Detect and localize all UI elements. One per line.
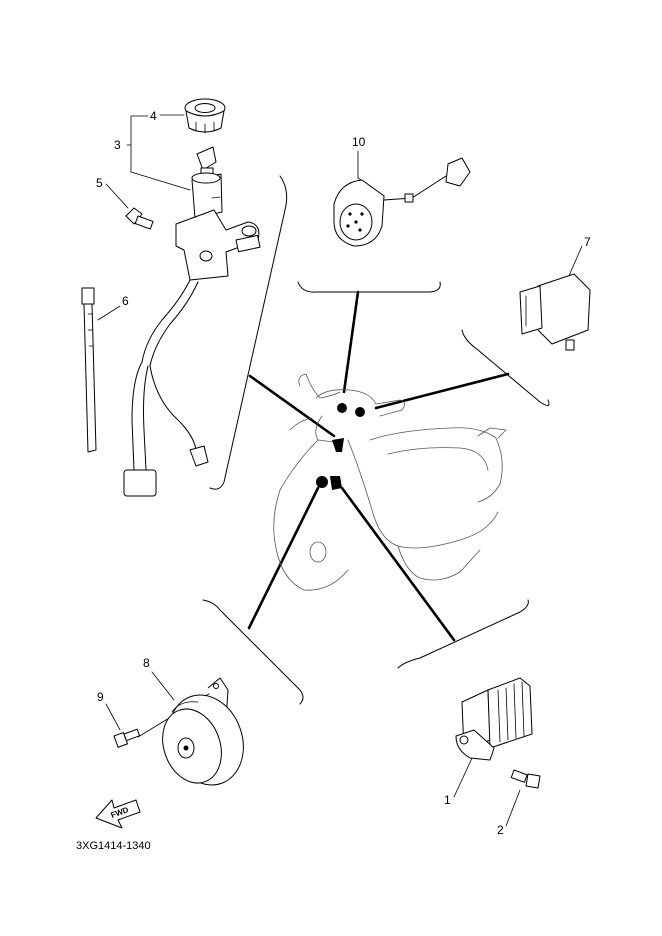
switch-cap-4[interactable] — [184, 98, 226, 134]
rectifier-regulator-1[interactable] — [455, 677, 533, 761]
location-markers — [316, 403, 365, 490]
callout-7[interactable]: 7 — [584, 235, 591, 249]
callout-5[interactable]: 5 — [96, 176, 103, 190]
callout-6[interactable]: 6 — [122, 294, 129, 308]
callout-9[interactable]: 9 — [97, 690, 104, 704]
diagram-code: 3XG1414-1340 — [76, 840, 151, 852]
horn-8[interactable] — [153, 677, 256, 796]
callout-4[interactable]: 4 — [150, 109, 157, 123]
horn-bolt-9[interactable] — [113, 728, 141, 748]
rectifier-bolt-2[interactable] — [510, 769, 541, 789]
callout-8[interactable]: 8 — [143, 656, 150, 670]
scooter-silhouette — [273, 373, 507, 591]
callout-10[interactable]: 10 — [352, 135, 366, 149]
callout-2[interactable]: 2 — [497, 823, 504, 837]
relay-unit-7[interactable] — [519, 273, 591, 351]
switch-bolt-5[interactable] — [125, 207, 154, 230]
callout-1[interactable]: 1 — [444, 793, 451, 807]
inset-frames — [202, 175, 550, 705]
connector-unit-10[interactable] — [333, 157, 471, 247]
cable-band-6[interactable] — [81, 287, 97, 453]
main-switch-3[interactable] — [123, 146, 261, 497]
pointer-lines — [247, 290, 510, 642]
callout-3[interactable]: 3 — [114, 138, 121, 152]
fwd-arrow-icon: FWD — [95, 799, 141, 829]
